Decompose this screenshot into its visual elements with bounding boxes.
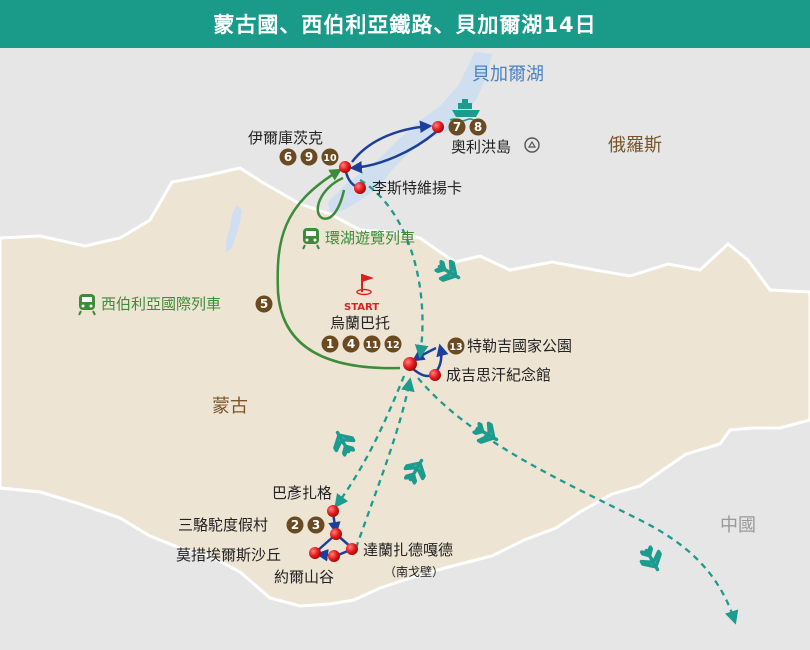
flight-irkutsk-ub xyxy=(359,179,429,359)
train-icon xyxy=(302,228,320,250)
pin-moltsog xyxy=(309,547,321,559)
pin-listvyanka xyxy=(354,182,366,194)
label-start: START xyxy=(344,302,379,313)
day-badge-circle xyxy=(447,337,465,355)
label-bayanzag: 巴彥扎格 xyxy=(272,484,332,502)
label-dalanzadgad: 達蘭扎德嘎德 xyxy=(363,541,453,559)
day-badge-label: 5 xyxy=(260,297,268,311)
region-baikal: 貝加爾湖 xyxy=(472,64,544,85)
day-badge-circle xyxy=(286,516,304,534)
day-badge-label: 2 xyxy=(291,518,299,532)
day-badge-circle xyxy=(469,118,487,136)
flight-ub-china xyxy=(417,377,739,625)
day-badge-circle xyxy=(363,335,381,353)
trans-siberian-route xyxy=(276,168,401,370)
day-badge-label: 12 xyxy=(386,340,399,351)
label-south-gobi: （南戈壁） xyxy=(384,564,444,579)
label-irkutsk: 伊爾庫茨克 xyxy=(248,129,323,147)
day-badge-circle xyxy=(384,335,402,353)
day-badge-label: 9 xyxy=(305,150,313,164)
island-icon xyxy=(524,137,540,153)
pin-genghis xyxy=(429,369,441,381)
region-china: 中國 xyxy=(720,515,756,536)
day-badge-label: 11 xyxy=(365,340,378,351)
label-trans-siberian: 西伯利亞國際列車 xyxy=(101,295,221,313)
route-olkhon-irkutsk xyxy=(349,131,437,174)
day-badge-circle xyxy=(307,516,325,534)
day-badge-circle xyxy=(255,295,273,313)
label-listvyanka: 李斯特維揚卡 xyxy=(372,179,462,197)
region-mongolia: 蒙古 xyxy=(212,396,248,417)
khovsgol-lake xyxy=(226,205,242,252)
baikal-lake xyxy=(328,52,492,212)
day-badge-label: 3 xyxy=(312,518,320,532)
flight-ub-gobi xyxy=(334,375,406,509)
label-genghis: 成吉思汗紀念館 xyxy=(446,366,551,384)
day-badge-circle xyxy=(321,148,339,166)
label-moltsog: 莫措埃爾斯沙丘 xyxy=(176,546,281,564)
day-badge-label: 10 xyxy=(323,153,337,164)
day-badge-label: 13 xyxy=(449,342,462,353)
pin-bayanzag xyxy=(327,505,339,517)
label-terelj: 特勒吉國家公園 xyxy=(467,337,572,355)
label-yol: 約爾山谷 xyxy=(274,568,334,586)
pin-ulaanbaatar xyxy=(403,357,417,371)
route-irkutsk-olkhon xyxy=(351,120,433,163)
day-badge-circle xyxy=(321,335,339,353)
train-icon xyxy=(78,294,96,316)
flight-gobi-ub xyxy=(354,377,415,549)
day-badge-label: 1 xyxy=(326,337,334,351)
label-camp: 三駱駝度假村 xyxy=(178,516,268,534)
page-title: 蒙古國、西伯利亞鐵路、貝加爾湖14日 xyxy=(0,0,810,48)
region-russia: 俄羅斯 xyxy=(608,135,662,156)
day-badge-circle xyxy=(342,335,360,353)
start-flag-icon xyxy=(356,274,374,296)
pin-irkutsk xyxy=(339,161,351,173)
pin-olkhon xyxy=(432,121,444,133)
circum-baikal-route xyxy=(316,176,346,220)
day-badge-label: 4 xyxy=(347,337,355,351)
pin-yol xyxy=(328,550,340,562)
day-badge-circle xyxy=(279,148,297,166)
label-olkhon: 奧利洪島 xyxy=(451,138,511,156)
day-badge-circle xyxy=(300,148,318,166)
pin-dalanzadgad xyxy=(346,543,358,555)
label-circum-train: 環湖遊覽列車 xyxy=(325,229,415,247)
day-badge-label: 8 xyxy=(474,120,482,134)
label-ulaanbaatar: 烏蘭巴托 xyxy=(330,314,390,332)
china-border xyxy=(0,486,121,520)
day-badge-label: 7 xyxy=(453,120,461,134)
pin-camp xyxy=(330,528,342,540)
day-badge-circle xyxy=(448,118,466,136)
day-badge-label: 6 xyxy=(284,150,292,164)
